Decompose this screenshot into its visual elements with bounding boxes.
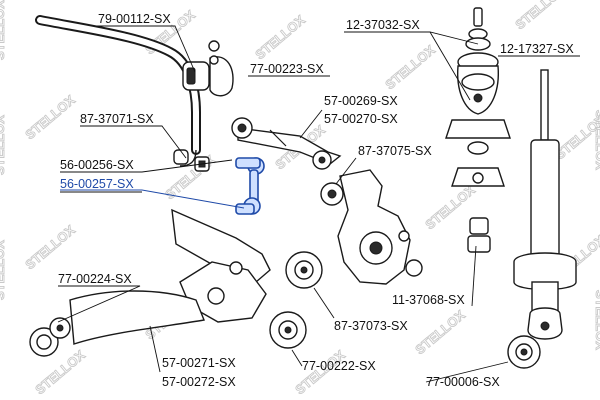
watermark-text: STELLOX: [412, 307, 468, 357]
arm-bushing-87-37073: [285, 251, 323, 289]
callout-77-00224-sx: 77-00224-SX: [58, 272, 132, 286]
leader-c9: [60, 159, 233, 173]
callout-77-00006-sx: 77-00006-SX: [426, 375, 500, 389]
callout-12-37032-sx: 12-37032-SX: [346, 18, 420, 32]
watermark-text: STELLOX: [593, 110, 600, 170]
lower-bushing: [467, 217, 491, 253]
leader-c1: [96, 25, 196, 73]
callout-77-00222-sx: 77-00222-SX: [302, 359, 376, 373]
callout-87-37071-sx: 87-37071-SX: [80, 112, 154, 126]
callout-77-00223-sx: 77-00223-SX: [250, 62, 324, 76]
strut-mount-assembly: [445, 7, 511, 155]
shock-bushing: [507, 335, 541, 369]
callout-57-00272-sx: 57-00272-SX: [162, 375, 236, 389]
leader-c8: [335, 157, 357, 185]
stabilizer-bar: [35, 15, 201, 167]
watermark-text: STELLOX: [0, 240, 7, 300]
leader-c3: [344, 31, 479, 45]
leader-lines: [57, 25, 580, 383]
leader-c6: [299, 109, 323, 139]
leader-c3b: [429, 31, 471, 101]
upper-control-arm: [231, 117, 342, 170]
callout-11-37068-sx: 11-37068-SX: [392, 293, 465, 307]
leader-c17: [425, 361, 509, 383]
stabilizer-link-highlighted: [235, 157, 265, 215]
watermark-text: STELLOX: [22, 222, 78, 272]
watermark-text: STELLOX: [512, 0, 568, 32]
watermark-text: STELLOX: [22, 92, 78, 142]
leader-c14: [149, 325, 161, 373]
callout-57-00271-sx: 57-00271-SX: [162, 356, 236, 370]
callout-87-37073-sx: 87-37073-SX: [334, 319, 408, 333]
callout-79-00112-sx: 79-00112-SX: [98, 12, 171, 26]
watermark-text: STELLOX: [382, 42, 438, 92]
callout-87-37075-sx: 87-37075-SX: [358, 144, 432, 158]
callout-56-00257-sx: 56-00257-SX: [60, 177, 134, 191]
knuckle-bushing: [320, 182, 344, 206]
watermark-text: STELLOX: [0, 0, 7, 60]
steering-knuckle: [337, 169, 423, 285]
leader-c12: [471, 245, 477, 307]
watermark-text: STELLOX: [0, 115, 7, 175]
watermark-text: STELLOX: [252, 12, 308, 62]
arm-bushing-77-00222: [269, 311, 307, 349]
callout-57-00270-sx: 57-00270-SX: [324, 112, 398, 126]
stabilizer-bushing: [182, 40, 234, 97]
callout-labels: 79-00112-SX 77-00223-SX 12-37032-SX 12-1…: [58, 12, 574, 389]
trailing-arm: [69, 208, 271, 345]
leader-c11: [57, 285, 141, 323]
leader-c13: [313, 287, 335, 319]
callout-57-00269-sx: 57-00269-SX: [324, 94, 398, 108]
shock-absorber: [513, 69, 577, 340]
leader-c10: [60, 189, 245, 209]
callout-56-00256-sx: 56-00256-SX: [60, 158, 134, 172]
strut-bumper: [451, 167, 505, 187]
leader-c15: [291, 349, 303, 367]
watermark-text: STELLOX: [593, 290, 600, 350]
arm-bushing-left: [29, 317, 71, 357]
callout-12-17327-sx: 12-17327-SX: [500, 42, 574, 56]
leader-c5: [80, 125, 187, 159]
